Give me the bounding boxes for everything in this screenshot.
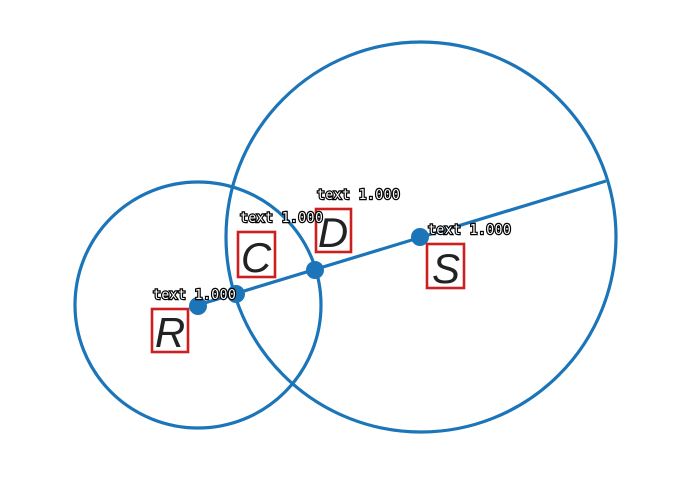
label-box-r: [150, 307, 190, 354]
point-d-dot: [306, 261, 324, 279]
annotation-r: text 1.000: [153, 288, 236, 303]
point-s-dot: [411, 228, 429, 246]
label-s: S: [432, 245, 460, 292]
annotation-s: text 1.000: [428, 223, 511, 238]
label-r: R: [155, 309, 185, 356]
segment-r-to-circle: [197, 179, 607, 307]
label-box-c: [236, 230, 277, 279]
label-c: C: [241, 234, 272, 281]
label-d: D: [318, 209, 348, 256]
annotation-d: text 1.000: [317, 188, 400, 203]
large-circle: [224, 40, 618, 434]
point-r-dot: [189, 297, 207, 315]
small-circle: [73, 180, 323, 430]
point-c-dot: [227, 285, 245, 303]
label-box-s: [425, 242, 466, 290]
annotation-c: text 1.000: [240, 211, 323, 226]
label-box-d: [314, 207, 353, 254]
